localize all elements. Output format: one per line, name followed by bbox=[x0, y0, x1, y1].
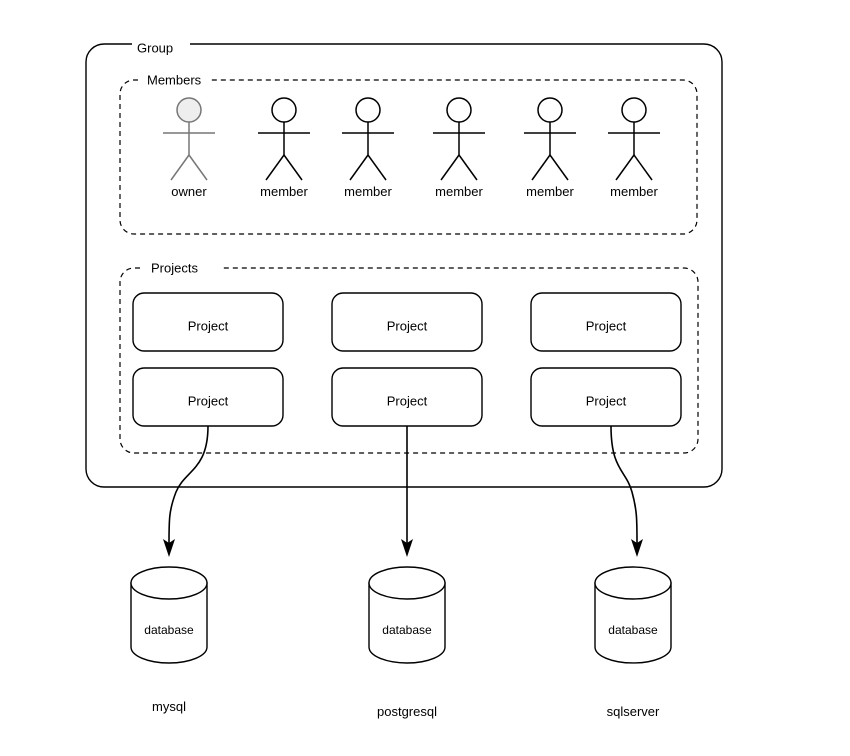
figure-leg-right-line bbox=[633, 154, 653, 181]
database-name-label: mysql bbox=[152, 699, 186, 714]
figure-label: owner bbox=[171, 184, 207, 199]
figure-label: member bbox=[435, 184, 483, 199]
figure-leg-right-line bbox=[367, 154, 387, 181]
figure-head-icon bbox=[621, 97, 647, 123]
database-cylinder-sqlserver: database sqlserver bbox=[594, 566, 672, 719]
database-cylinder-postgresql: database postgresql bbox=[368, 566, 446, 719]
figure-head-icon bbox=[446, 97, 472, 123]
cylinder-label: database bbox=[608, 623, 658, 637]
figure-head-icon bbox=[176, 97, 202, 123]
figure-head-icon bbox=[271, 97, 297, 123]
members-frame bbox=[119, 79, 698, 235]
project-box-label: Project bbox=[586, 318, 627, 333]
project-box-1[interactable]: Project bbox=[132, 292, 284, 352]
figure-label: member bbox=[610, 184, 658, 199]
member-figure-2: member bbox=[342, 97, 394, 199]
figure-label: member bbox=[344, 184, 392, 199]
connector-arrow-sqlserver bbox=[610, 425, 643, 557]
arrow-head-icon bbox=[401, 539, 413, 557]
figure-leg-left-line bbox=[349, 154, 369, 181]
cylinder-top-ellipse bbox=[130, 566, 208, 600]
project-box-label: Project bbox=[387, 393, 428, 408]
database-cylinder-mysql: database mysql bbox=[130, 566, 208, 714]
figure-leg-left-line bbox=[615, 154, 635, 181]
cylinder-body bbox=[130, 582, 208, 664]
figure-label: member bbox=[526, 184, 574, 199]
database-name-label: postgresql bbox=[377, 704, 437, 719]
group-label: Group bbox=[137, 40, 173, 55]
project-box-6[interactable]: Project bbox=[530, 367, 682, 427]
project-box-rect[interactable] bbox=[530, 367, 682, 427]
connector-arrow-postgresql bbox=[401, 426, 413, 557]
cylinder-top-ellipse bbox=[594, 566, 672, 600]
members-label: Members bbox=[147, 72, 202, 87]
member-figure-4: member bbox=[524, 97, 576, 199]
project-box-label: Project bbox=[188, 393, 229, 408]
database-name-label: sqlserver bbox=[607, 704, 660, 719]
member-figure-5: member bbox=[608, 97, 660, 199]
project-box-rect[interactable] bbox=[132, 292, 284, 352]
projects-frame bbox=[119, 267, 699, 454]
project-box-2[interactable]: Project bbox=[331, 292, 483, 352]
member-figure-owner: owner bbox=[163, 97, 215, 199]
cylinder-body bbox=[594, 582, 672, 664]
connector-arrow-mysql bbox=[163, 425, 209, 557]
figure-leg-left-line bbox=[531, 154, 551, 181]
cylinder-body bbox=[368, 582, 446, 664]
arrow-head-icon bbox=[631, 539, 643, 557]
cylinder-label: database bbox=[382, 623, 432, 637]
figure-leg-right-line bbox=[549, 154, 569, 181]
figure-leg-left-line bbox=[170, 154, 190, 181]
project-box-rect[interactable] bbox=[331, 292, 483, 352]
figure-leg-left-line bbox=[265, 154, 285, 181]
project-box-3[interactable]: Project bbox=[530, 292, 682, 352]
project-box-4[interactable]: Project bbox=[132, 367, 284, 427]
member-figure-1: member bbox=[258, 97, 310, 199]
project-box-label: Project bbox=[387, 318, 428, 333]
figure-leg-left-line bbox=[440, 154, 460, 181]
connector-line bbox=[610, 425, 638, 544]
project-box-label: Project bbox=[586, 393, 627, 408]
project-box-label: Project bbox=[188, 318, 229, 333]
projects-label: Projects bbox=[151, 260, 198, 275]
figure-head-icon bbox=[537, 97, 563, 123]
group-frame bbox=[85, 43, 723, 488]
project-box-5[interactable]: Project bbox=[331, 367, 483, 427]
cylinder-label: database bbox=[144, 623, 194, 637]
figure-label: member bbox=[260, 184, 308, 199]
cylinder-top-ellipse bbox=[368, 566, 446, 600]
connector-line bbox=[168, 425, 209, 544]
arrow-head-icon bbox=[163, 539, 175, 557]
figure-leg-right-line bbox=[283, 154, 303, 181]
figure-leg-right-line bbox=[188, 154, 208, 181]
figure-leg-right-line bbox=[458, 154, 478, 181]
member-figure-3: member bbox=[433, 97, 485, 199]
figure-head-icon bbox=[355, 97, 381, 123]
project-box-rect[interactable] bbox=[530, 292, 682, 352]
